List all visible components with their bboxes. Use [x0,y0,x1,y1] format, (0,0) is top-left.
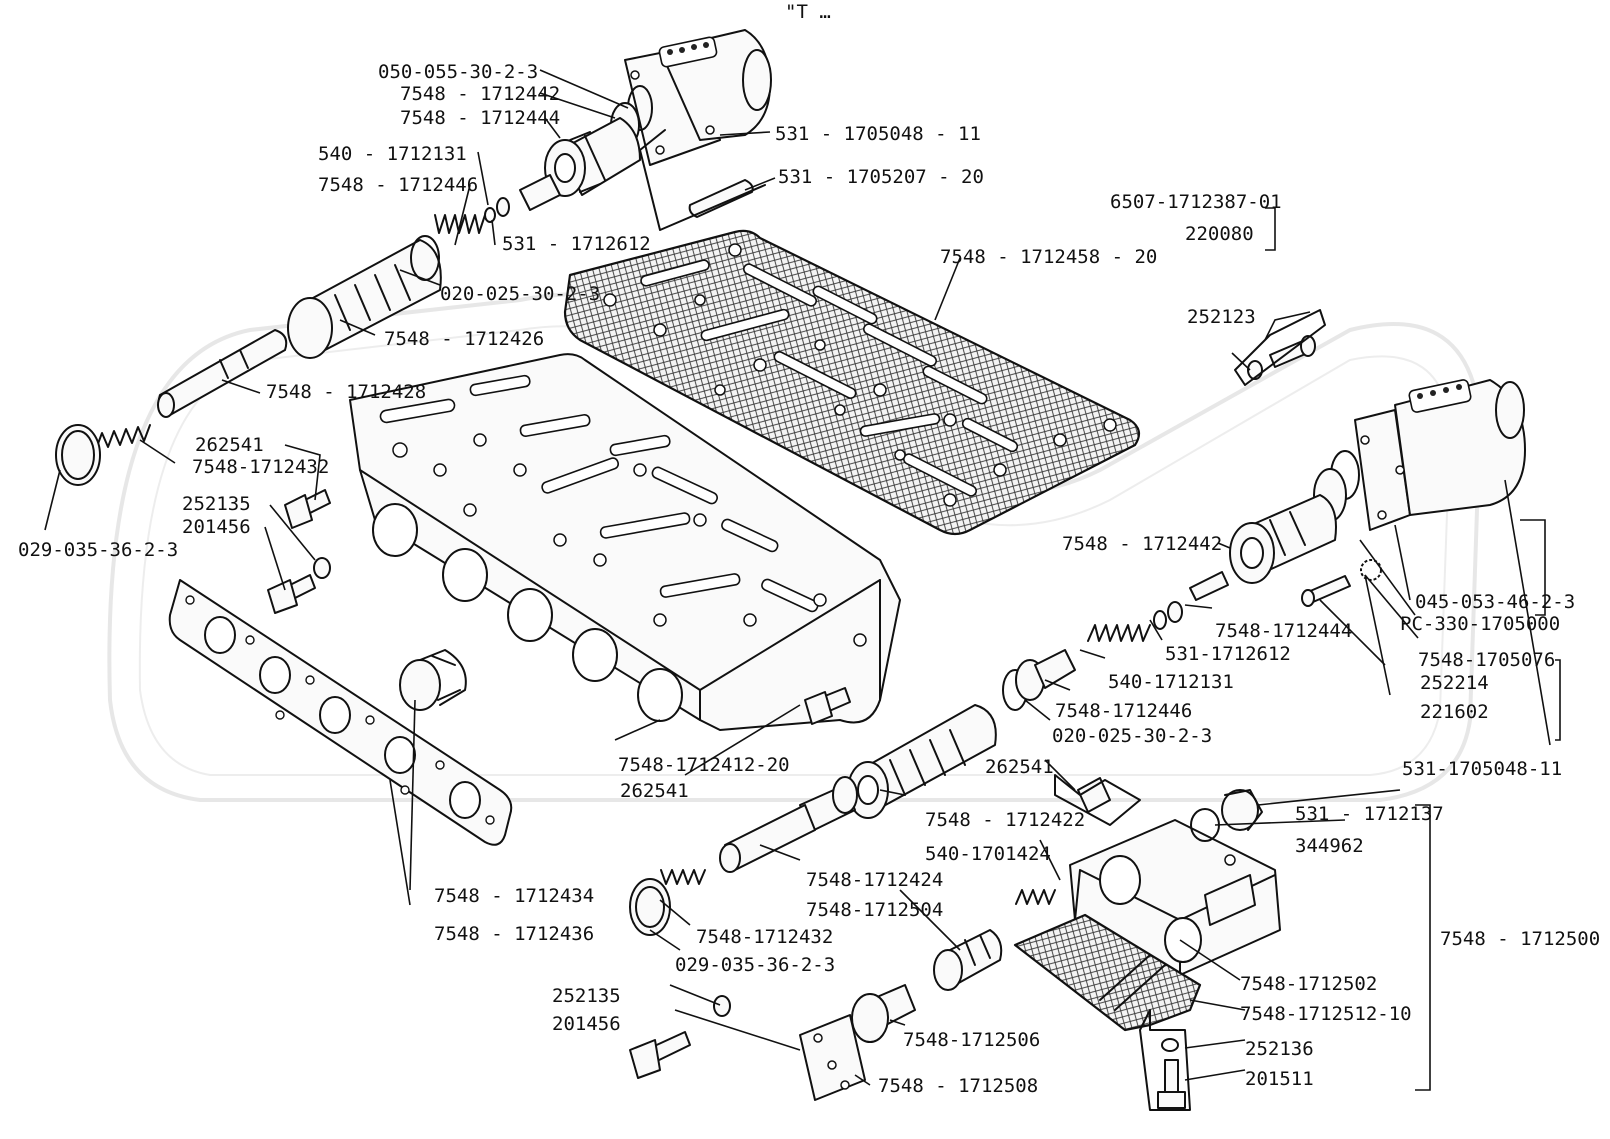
leader-lines [44,69,1561,1091]
label-7548-1712508: 7548 - 1712508 [878,1075,1038,1097]
label-7548-1712432-bottom: 7548-1712432 [696,926,833,948]
label-top-mark: "Т … [785,1,831,23]
label-7548-1712446-top: 7548 - 1712446 [318,174,478,196]
label-pc-330: PC-330-1705000 [1400,613,1560,635]
label-201456-left: 201456 [182,516,251,538]
label-7548-1712412: 7548-1712412-20 [618,754,790,776]
label-252135-bottom: 252135 [552,985,621,1007]
label-531-1705048-top: 531 - 1705048 - 11 [775,123,981,145]
label-7548-1712512: 7548-1712512-10 [1240,1003,1412,1025]
label-201456-bottom: 201456 [552,1013,621,1035]
valve-body [349,353,901,731]
label-252136: 252136 [1245,1038,1314,1060]
label-020-025-right: 020-025-30-2-3 [1052,725,1212,747]
label-262541-mid: 262541 [620,780,689,802]
label-531-1705048-right: 531-1705048-11 [1402,758,1562,780]
right-solenoid [1087,309,1526,642]
label-7548-1712434: 7548 - 1712434 [434,885,594,907]
valve-plate-gasket [563,229,1141,536]
label-220080: 220080 [1185,223,1254,245]
label-540-1701424: 540-1701424 [925,843,1051,865]
pressure-valve-housing [1013,774,1281,1111]
label-7548-1712458: 7548 - 1712458 - 20 [940,246,1157,268]
label-7548-1712506: 7548-1712506 [903,1029,1040,1051]
label-252214: 252214 [1420,672,1489,694]
label-540-1712131-top: 540 - 1712131 [318,143,467,165]
label-252135-left: 252135 [182,493,251,515]
part-labels: "Т … 050-055-30-2-3 7548 - 1712442 7548 … [18,1,1600,1097]
label-020-025-top: 020-025-30-2-3 [440,283,600,305]
label-7548-1712502: 7548-1712502 [1240,973,1377,995]
label-531-1705207: 531 - 1705207 - 20 [778,166,984,188]
label-029-035-left: 029-035-36-2-3 [18,539,178,561]
label-7548-1712436: 7548 - 1712436 [434,923,594,945]
label-201511: 201511 [1245,1068,1314,1090]
label-7548-1712428: 7548 - 1712428 [266,381,426,403]
label-262541-left: 262541 [195,434,264,456]
label-7548-1712442-right: 7548 - 1712442 [1062,533,1222,555]
label-7548-1712426: 7548 - 1712426 [384,328,544,350]
label-7548-1712500: 7548 - 1712500 [1440,928,1600,950]
label-7548-1712444-top: 7548 - 1712444 [400,107,560,129]
end-cover-plate [168,579,513,846]
retainer-plate [629,995,866,1101]
label-7548-1712444-right: 7548-1712444 [1215,620,1352,642]
label-7548-1712422: 7548 - 1712422 [925,809,1085,831]
label-252123: 252123 [1187,306,1256,328]
label-7548-1712504: 7548-1712504 [806,899,943,921]
label-029-035-bottom: 029-035-36-2-3 [675,954,835,976]
label-7548-1705076: 7548-1705076 [1418,649,1555,671]
label-7548-1712446-right: 7548-1712446 [1055,700,1192,722]
bolt-mid [804,687,851,725]
label-045-053: 045-053-46-2-3 [1415,591,1575,613]
label-6507-1712387: 6507-1712387-01 [1110,191,1282,213]
bolt-left-1 [284,489,331,529]
label-531-1712137: 531 - 1712137 [1295,803,1444,825]
plug [399,649,467,711]
label-7548-1712424: 7548-1712424 [806,869,943,891]
label-540-1712131-right: 540-1712131 [1108,671,1234,693]
label-050-055: 050-055-30-2-3 [378,61,538,83]
label-221602: 221602 [1420,701,1489,723]
lower-spool-assembly [629,649,1076,1043]
label-531-1712612-right: 531-1712612 [1165,643,1291,665]
label-7548-1712432-left: 7548-1712432 [192,456,329,478]
label-262541-right: 262541 [985,756,1054,778]
upper-spool-assembly [55,29,772,486]
label-531-1712612-top: 531 - 1712612 [502,233,651,255]
label-344962: 344962 [1295,835,1364,857]
label-7548-1712442-top: 7548 - 1712442 [400,83,560,105]
